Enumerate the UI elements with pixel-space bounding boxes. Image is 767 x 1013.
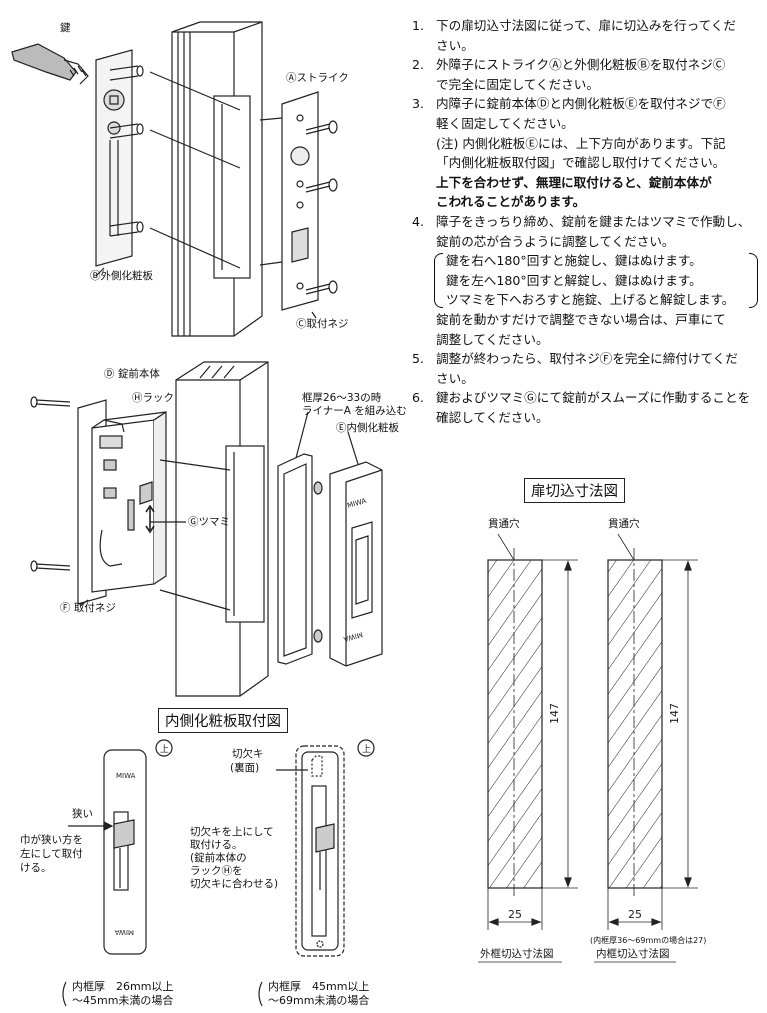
right-note-2: 取付ける。 — [190, 839, 243, 851]
inner-install-title: 内側化粧板取付図 — [158, 708, 288, 733]
cut-diagram-title: 扉切込寸法図 — [524, 478, 625, 503]
label-notch: 切欠キ — [232, 748, 264, 760]
label-narrow: 狭い — [72, 808, 93, 820]
strike-a — [259, 91, 319, 311]
up-mark-left: 上 — [160, 744, 169, 755]
step-3-note-1: (注) 内側化粧板Ⓔには、上下方向があります。下記 — [436, 135, 726, 151]
inner-plate-left-fig — [68, 739, 173, 955]
outer-door-stile — [149, 21, 263, 337]
step-6: 6. 鍵およびツマミⒼにて錠前がスムーズに作動することを 確認してください。 — [412, 390, 751, 425]
label-notch-back: (裏面) — [230, 762, 260, 774]
label-inner-plate: Ⓔ内側化粧板 — [336, 422, 399, 434]
left-plate-miwa-inverted: MIWA — [114, 928, 134, 936]
instruction-steps: 1. 下の扉切込寸法図に従って、扉に切込みを行ってくだ さい。 2. 外障子にス… — [412, 16, 762, 427]
step-1: 1. 下の扉切込寸法図に従って、扉に切込みを行ってくだ さい。 — [412, 18, 736, 53]
liner-a — [277, 453, 323, 665]
outer-height-dim: 147 — [548, 703, 561, 724]
left-caption-1: 内框厚 26mm以上 — [72, 980, 174, 993]
lock-body-d — [91, 410, 167, 593]
step-3-note-2: 「内側化粧板取付図」で確認し取付けてください。 — [436, 155, 726, 171]
step-3-warning-2: こわれることがあります。 — [436, 194, 586, 210]
right-note-3: (錠前本体の — [190, 852, 247, 864]
screw-c-set — [305, 120, 338, 295]
label-frame-note-1: 框厚26～33の時 — [302, 392, 382, 404]
right-caption-2: ～69mm未満の場合 — [268, 994, 370, 1007]
label-outer-plate: Ⓑ外側化粧板 — [90, 270, 153, 282]
outer-width-dim: 25 — [508, 908, 522, 921]
label-screw-c: Ⓒ取付ネジ — [296, 318, 349, 330]
label-strike: Ⓐストライク — [286, 72, 349, 84]
inner-width-dim: 25 — [628, 908, 642, 921]
screw-f-set — [30, 396, 71, 572]
up-mark-right: 上 — [362, 744, 371, 755]
left-plate-miwa: MIWA — [116, 772, 136, 780]
right-note-4: ラックⒽを — [190, 865, 243, 877]
operation-bracket: 鍵を右へ180°回すと施錠し、鍵はぬけます。 鍵を左へ180°回すと解錠し、鍵は… — [434, 251, 762, 310]
outer-frame-cut — [487, 533, 578, 930]
step-2: 2. 外障子にストライクⒶと外側化粧板Ⓑを取付ネジⒸ で完全に固定してください。 — [412, 57, 726, 92]
label-lock-body: Ⓓ 錠前本体 — [104, 368, 160, 380]
inner-plate-e — [329, 461, 383, 667]
inner-cut-note: (内框厚36～69mmの場合は27) — [590, 936, 707, 945]
inner-plate-right-fig — [276, 739, 375, 957]
inner-hole-label: 貫通穴 — [608, 518, 640, 530]
left-note-3: ける。 — [20, 862, 52, 874]
outer-plate-b — [95, 49, 144, 267]
label-knob: Ⓖツマミ — [188, 516, 230, 528]
right-note-1: 切欠キを上にして — [190, 826, 274, 838]
label-rack: Ⓗラック — [132, 392, 174, 404]
label-frame-note-2: ライナーA を組み込む — [302, 405, 407, 417]
inner-cut-caption: 内框切込寸法図 — [596, 948, 670, 960]
outer-hole-label: 貫通穴 — [488, 518, 520, 530]
step-4: 4. 障子をきっちり締め、錠前を鍵またはツマミで作動し、 錠前の芯が合うように調… — [412, 212, 762, 349]
outer-cut-caption: 外框切込寸法図 — [480, 948, 554, 960]
label-key: 鍵 — [60, 22, 71, 34]
inner-frame-cut — [607, 533, 698, 930]
label-screw-f: Ⓕ 取付ネジ — [60, 602, 116, 614]
key-illustration — [11, 43, 89, 85]
right-note-5: 切欠キに合わせる) — [190, 878, 279, 890]
inner-height-dim: 147 — [668, 703, 681, 724]
inner-door-stile — [175, 361, 269, 697]
left-note-2: 左にして取付 — [20, 848, 83, 860]
step-5: 5. 調整が終わったら、取付ネジⒻを完全に締付けてくだ さい。 — [412, 351, 738, 386]
right-caption-1: 内框厚 45mm以上 — [268, 980, 370, 993]
step-3: 3. 内障子に錠前本体Ⓓと内側化粧板Ⓔを取付ネジでⒻ 軽く固定してください。 (… — [412, 94, 762, 212]
left-caption-2: ～45mm未満の場合 — [72, 994, 174, 1007]
left-note-1: 巾が狭い方を — [20, 834, 83, 846]
step-3-warning-1: 上下を合わせず、無理に取付けると、錠前本体が — [436, 174, 712, 190]
